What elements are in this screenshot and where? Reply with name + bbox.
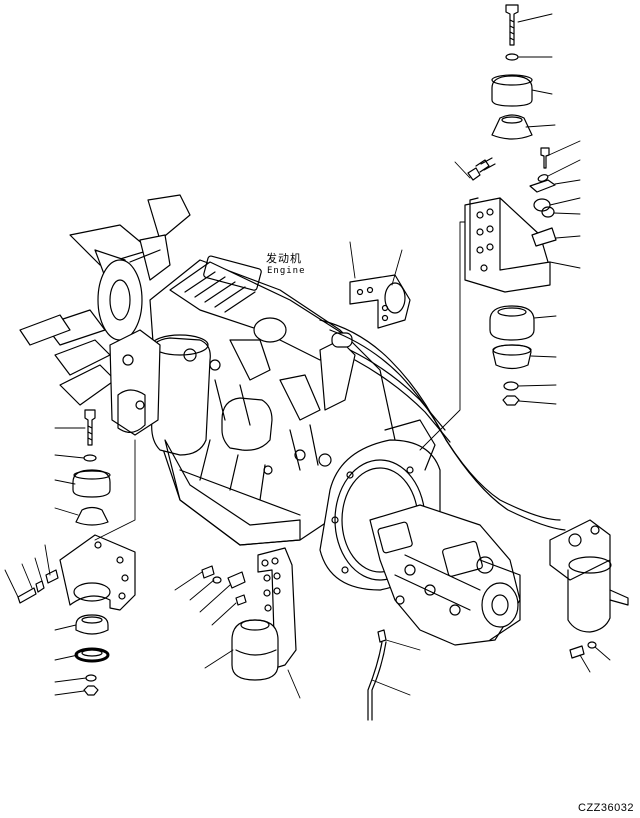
- right-mount-parts: [467, 4, 557, 406]
- filter-bolt: [569, 641, 597, 659]
- line-filter: [549, 519, 629, 633]
- hydraulic-pump: [369, 504, 521, 646]
- front-mount: [201, 547, 297, 681]
- engine-rear-bracket: [349, 274, 411, 329]
- drawing-code: CZZ36032: [578, 802, 634, 814]
- leader-lines: [4, 13, 611, 699]
- left-mount-parts: [17, 409, 136, 696]
- dipstick-tube: [367, 629, 387, 721]
- engine-label-chinese: 发动机: [266, 252, 302, 265]
- fan-assembly: [19, 194, 191, 406]
- engine-label-english: Engine: [267, 266, 306, 276]
